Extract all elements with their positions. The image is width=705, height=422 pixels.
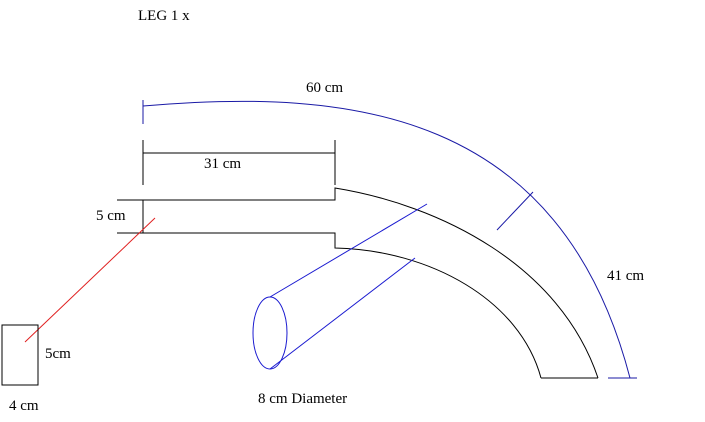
box-width-label: 4 cm <box>9 398 39 414</box>
straight-dimension <box>142 140 336 185</box>
cap-diameter-label: 8 cm Diameter <box>258 391 347 407</box>
cap-ellipse <box>252 296 288 370</box>
cap-projection <box>252 203 428 370</box>
box-height-label: 5cm <box>45 346 71 362</box>
pipe-height-label: 5 cm <box>96 208 126 224</box>
leader-line <box>24 217 156 343</box>
arc-dimension <box>142 100 637 379</box>
cap-top-line <box>269 203 428 298</box>
small-box <box>1 324 39 386</box>
cap-bottom-line <box>269 257 416 370</box>
arc-length-label: 60 cm <box>306 80 343 96</box>
straight-length-label: 31 cm <box>204 156 241 172</box>
arc-dimension-mid-tick <box>496 191 534 231</box>
diagram-title: LEG 1 x <box>138 8 190 24</box>
side-length-label: 41 cm <box>607 268 644 284</box>
height-dimension <box>117 199 155 234</box>
arc-dimension-line <box>142 100 631 379</box>
pipe-outline <box>155 187 599 379</box>
